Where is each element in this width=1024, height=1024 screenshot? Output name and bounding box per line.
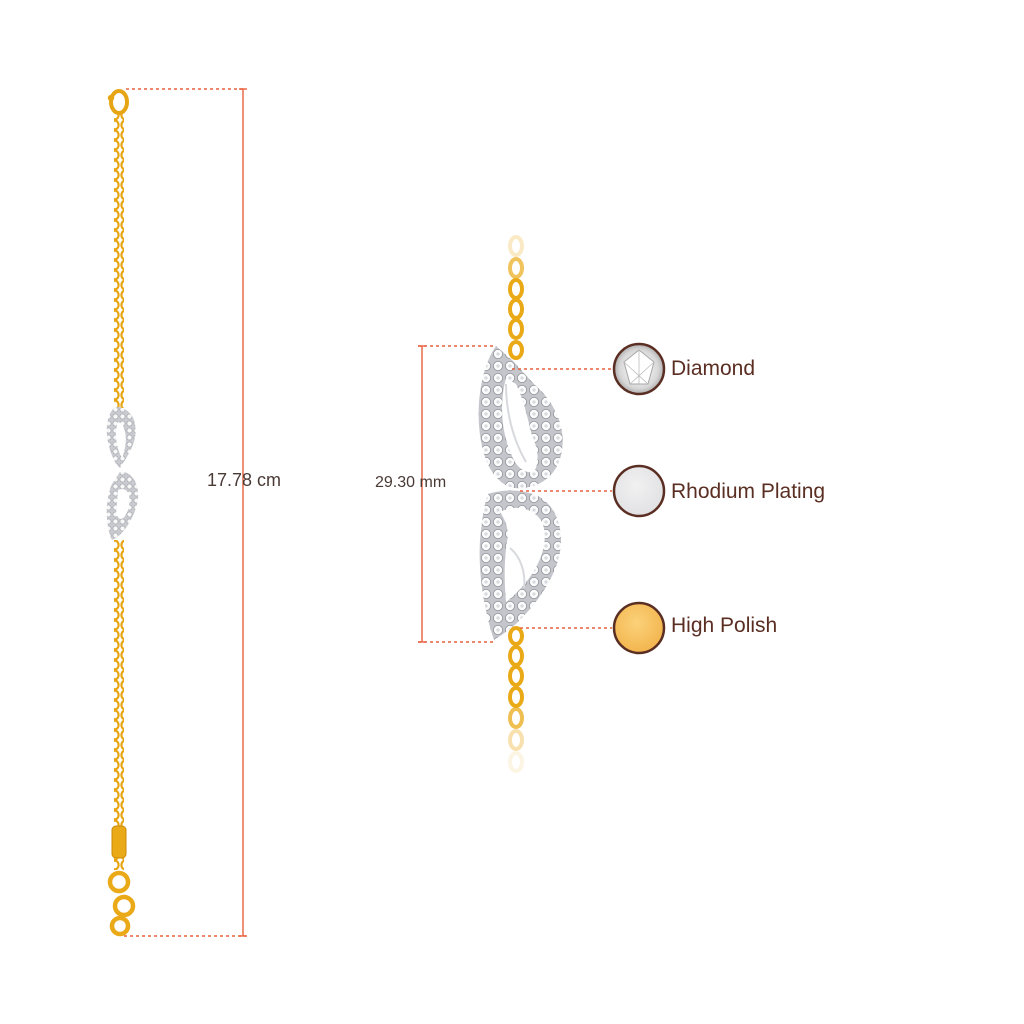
feature-label-high-polish: High Polish (671, 614, 778, 637)
lobster-clasp (107, 89, 129, 115)
feature-leaders (512, 368, 612, 629)
closeup-bracelet (478, 235, 563, 773)
feature-label-diamond: Diamond (671, 357, 756, 380)
end-rings (107, 870, 136, 937)
full-bracelet (106, 89, 139, 937)
gold-swatch-icon (612, 601, 666, 655)
rhodium-swatch-icon (612, 464, 666, 518)
diamond-icon (612, 342, 666, 396)
lower-wing (479, 490, 562, 640)
length-guide (124, 88, 247, 937)
upper-chain (114, 112, 124, 408)
tag-bar (111, 825, 127, 859)
closeup-upper-chain (508, 235, 524, 360)
feature-label-rhodium: Rhodium Plating (671, 480, 826, 503)
lower-chain (114, 540, 124, 826)
length-label: 17.78 cm (207, 470, 282, 490)
height-guide (418, 345, 496, 643)
upper-wing (478, 346, 563, 489)
pendant-height-label: 29.30 mm (375, 474, 447, 491)
pendant-small (106, 407, 139, 540)
closeup-lower-chain (508, 626, 524, 773)
